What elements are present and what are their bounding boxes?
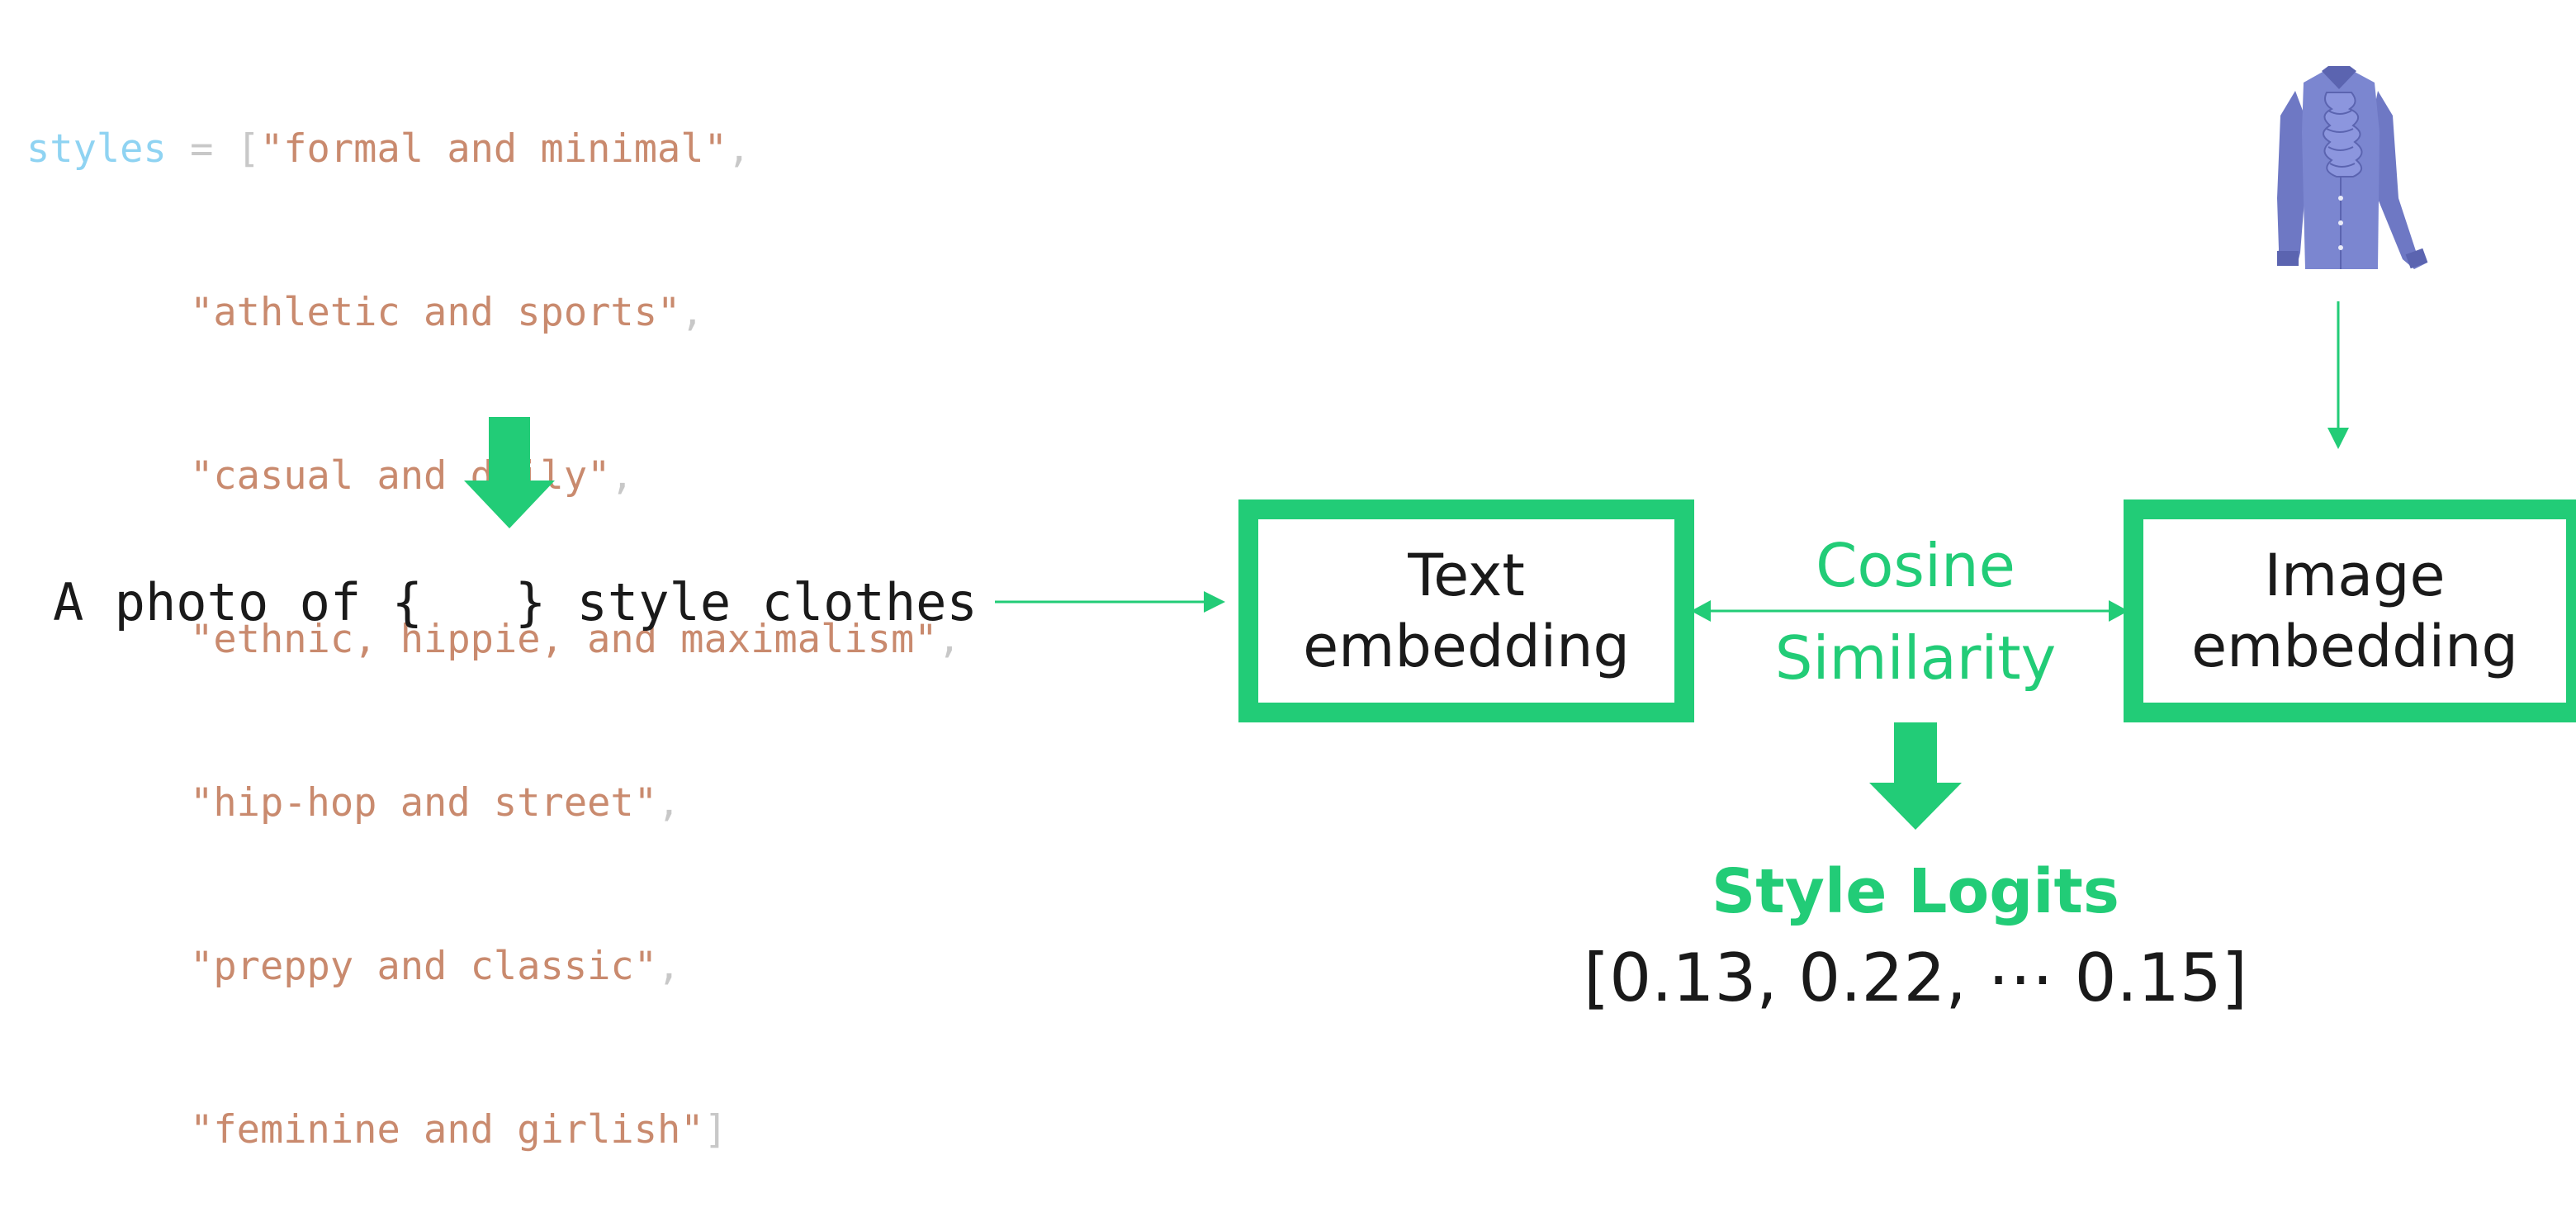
code-line: "ethnic, hippie, and maximalism", (26, 613, 961, 667)
code-string: "preppy and classic" (190, 944, 658, 989)
image-embedding-line2: embedding (2191, 613, 2518, 680)
text-embedding-line1: Text (1408, 542, 1525, 609)
similarity-label: Similarity (1774, 623, 2057, 693)
code-line: "feminine and girlish"] (26, 1103, 961, 1158)
code-comma: , (680, 290, 704, 335)
code-line: "hip-hop and street", (26, 776, 961, 831)
code-comma: , (937, 617, 961, 662)
double-arrow-cosine (1691, 600, 2129, 622)
image-embedding-box: Image embedding (2124, 499, 2576, 722)
code-comma: , (657, 944, 681, 989)
code-comma: , (657, 780, 681, 826)
diagram-arrows (464, 66, 2428, 830)
code-close-bracket: ] (703, 1107, 727, 1153)
style-logits-title: Style Logits (1712, 856, 2119, 927)
code-assign: = (166, 126, 237, 172)
code-indent (26, 1107, 190, 1153)
image-embedding-line1: Image (2264, 542, 2446, 609)
prompt-template: A photo of { } style clothes (53, 572, 978, 632)
styles-code-block: styles = ["formal and minimal", "athleti… (26, 13, 961, 1212)
code-string: "formal and minimal" (259, 126, 727, 172)
code-string: "ethnic, hippie, and maximalism" (190, 617, 938, 662)
text-embedding-label: Text embedding (1303, 540, 1630, 682)
code-open-bracket: [ (236, 126, 260, 172)
code-comma: , (727, 126, 751, 172)
code-string: "hip-hop and street" (190, 780, 658, 826)
text-embedding-box: Text embedding (1238, 499, 1694, 722)
big-arrow-down-code (464, 417, 555, 528)
ruffled-shirt-icon (2277, 66, 2428, 269)
text-embedding-line2: embedding (1303, 613, 1630, 680)
arrow-shirt-to-image-embedding (2327, 301, 2349, 449)
code-string: "feminine and girlish" (190, 1107, 704, 1153)
code-line: styles = ["formal and minimal", (26, 122, 961, 177)
big-arrow-down-logits (1869, 722, 1962, 830)
image-embedding-label: Image embedding (2191, 540, 2518, 682)
code-variable: styles (26, 126, 167, 172)
arrow-prompt-to-text-embedding (995, 591, 1225, 613)
code-string: "athletic and sports" (190, 290, 681, 335)
code-line: "preppy and classic", (26, 940, 961, 994)
cosine-label: Cosine (1816, 531, 2015, 600)
code-comma: , (610, 453, 634, 499)
style-logits-values: [0.13, 0.22, ⋯ 0.15] (1584, 940, 2247, 1016)
code-line: "athletic and sports", (26, 286, 961, 340)
